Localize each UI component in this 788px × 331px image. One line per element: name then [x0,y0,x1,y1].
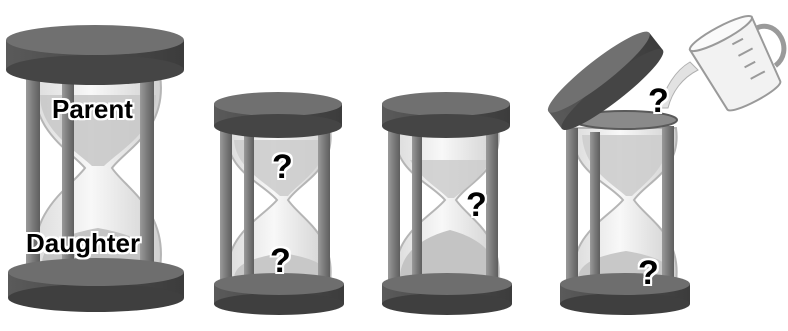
hourglass-1-post-left [26,70,40,275]
hourglass-1 [6,25,184,312]
hourglass-2-post-left [220,122,232,287]
hourglass-3-sand-top [410,160,490,198]
hourglass-3-sand-bottom [399,230,499,282]
hourglass-3 [382,92,512,315]
hourglass-3-post-left [388,122,400,287]
hourglass-4-post-right [662,126,674,288]
question-mark-h2-bottom: ? [270,242,291,280]
hourglass-3-bottom-disk [382,273,512,295]
hourglass-4-lid [547,31,650,113]
hourglass-4-post-mid [590,132,600,290]
hourglass-2-bottom-disk [214,273,344,295]
hourglass-2-post-right [318,122,330,287]
hourglass-4-post-left [566,128,578,288]
hourglass-1-post-right [140,70,154,275]
measuring-pitcher-icon [659,14,787,112]
hourglass-1-top-disk [6,25,184,55]
hourglass-1-post-mid [62,78,74,278]
hourglass-3-post-right [486,122,498,287]
hourglass-2 [214,92,344,315]
hourglass-4-bottom-disk [560,273,690,295]
daughter-label: Daughter [26,228,141,258]
question-mark-h2-top: ? [272,148,293,186]
hourglass-4 [547,31,690,315]
pour-stream [659,61,699,109]
hourglass-4-sand-top [582,135,670,196]
parent-label: Parent [52,94,133,124]
hourglass-1-bottom-disk [8,258,184,286]
hourglass-2-sand-top [234,140,326,196]
question-mark-h4-top: ? [648,82,669,120]
question-mark-h3: ? [466,186,487,224]
hourglass-3-post-mid [412,128,422,290]
hourglass-3-top-disk [382,92,510,116]
question-mark-h4-bottom: ? [638,254,659,292]
hourglass-2-top-disk [214,92,342,116]
hourglass-2-post-mid [244,128,254,290]
